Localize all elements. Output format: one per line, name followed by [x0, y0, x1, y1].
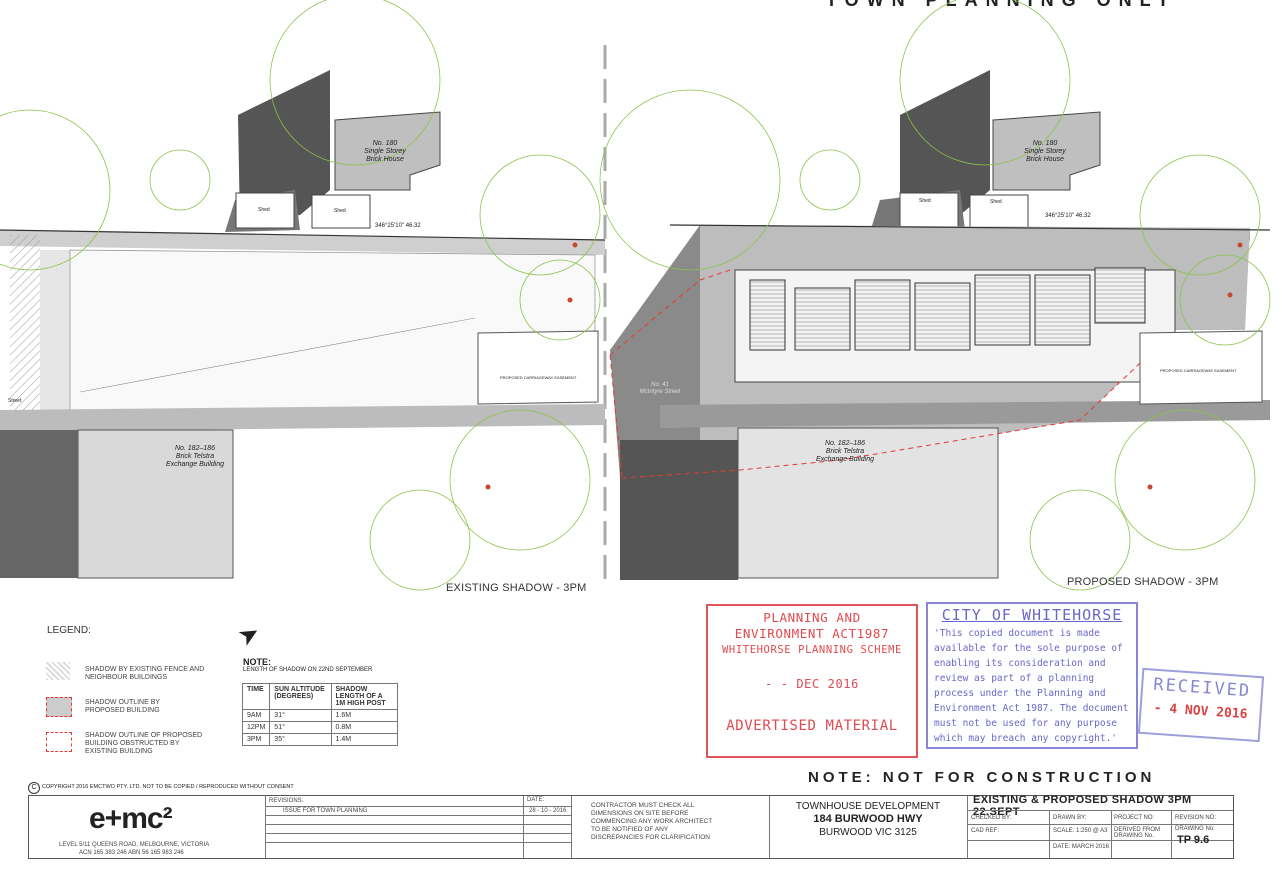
stamp-line: ENVIRONMENT ACT1987: [734, 626, 890, 641]
proposed-easement-label: PROPOSED CARRIAGEWAY EASEMENT: [1160, 368, 1237, 373]
proposed-shed-2-label: Shed: [990, 199, 1002, 205]
proposed-shadow-caption: PROPOSED SHADOW - 3PM: [1067, 576, 1219, 588]
table-row: 12PM 51° 0.8M: [241, 721, 398, 734]
drawing-title: EXISTING & PROPOSED SHADOW 3PM 22.SEPT: [973, 794, 1192, 818]
drawn-by-label: DRAWN BY:: [1053, 815, 1087, 821]
legend-swatch-proposed: [46, 697, 72, 717]
existing-plan: [0, 0, 606, 591]
existing-bearing-label: 346°25'10" 46.32: [375, 223, 421, 229]
legend-swatch-obstructed: [46, 732, 72, 752]
company-logo: e+mc²: [89, 802, 173, 835]
table-cell: 31°: [269, 709, 332, 722]
legend-text-proposed: SHADOW OUTLINE BY PROPOSED BUILDING: [85, 699, 160, 714]
contractor-note: CONTRACTOR MUST CHECK ALL DIMENSIONS ON …: [591, 802, 713, 841]
existing-house-label: No. 180 Single Storey Brick House: [364, 140, 406, 163]
existing-telstra-label: No. 182–186 Brick Telstra Exchange Build…: [166, 445, 224, 468]
table-cell: 51°: [269, 721, 332, 734]
proposed-plan: [599, 0, 1271, 591]
table-cell: 3PM: [241, 733, 271, 746]
existing-shed-2-label: Shed: [334, 208, 346, 214]
project-address: 184 BURWOOD HWY: [813, 813, 923, 825]
date-value: DATE: MARCH 2016: [1053, 844, 1109, 850]
copyright-text: COPYRIGHT 2016 EMCTWO PTY. LTD. NOT TO B…: [42, 784, 294, 790]
stamp-title: CITY OF WHITEHORSE: [941, 606, 1123, 624]
project-block: TOWNHOUSE DEVELOPMENT 184 BURWOOD HWY BU…: [769, 800, 967, 839]
title-block: e+mc² LEVEL 5/11 QUEENS ROAD, MELBOURNE,…: [28, 794, 1234, 859]
legend-title: LEGEND:: [47, 625, 91, 636]
north-arrow-icon: ➤: [234, 619, 264, 651]
date-label: DATE:: [527, 797, 545, 803]
table-cell: 1.4M: [330, 733, 398, 746]
note-title: NOTE:: [243, 657, 271, 667]
note-subtitle: LENGTH OF SHADOW ON 22ND SEPTEMBER: [243, 667, 373, 673]
table-header: SUN ALTITUDE (DEGREES): [269, 683, 332, 710]
table-cell: 35°: [269, 733, 332, 746]
table-cell: 1.6M: [330, 709, 398, 722]
table-row: 3PM 35° 1.4M: [241, 733, 398, 746]
derived-label: DERIVED FROM DRAWING No.: [1114, 827, 1161, 839]
project-suburb: BURWOOD VIC 3125: [819, 827, 917, 838]
table-row: 9AM 31° 1.6M: [241, 709, 398, 722]
stamp-date: - 4 NOV 2016: [1153, 700, 1248, 723]
existing-shed-1-label: Shed: [258, 207, 270, 213]
legend-text-existing: SHADOW BY EXISTING FENCE AND NEIGHBOUR B…: [85, 666, 205, 681]
existing-easement-label: PROPOSED CARRIAGEWAY EASEMENT: [500, 375, 577, 380]
table-header: SHADOW LENGTH OF A 1M HIGH POST: [330, 683, 398, 710]
stamp-footer: ADVERTISED MATERIAL: [726, 718, 898, 734]
stamp-line: PLANNING AND: [763, 610, 861, 625]
shadow-length-table: TIME SUN ALTITUDE (DEGREES) SHADOW LENGT…: [241, 683, 398, 746]
legend-text-obstructed: SHADOW OUTLINE OF PROPOSED BUILDING OBST…: [85, 732, 203, 755]
company-address: LEVEL 5/11 QUEENS ROAD, MELBOURNE, VICTO…: [59, 842, 210, 848]
company-abn: ACN 165 383 246 ABN 56 165 983 246: [79, 850, 184, 856]
revision-1-text: ISSUE FOR TOWN PLANNING: [283, 808, 368, 814]
table-header: TIME: [241, 683, 271, 710]
project-title: TOWNHOUSE DEVELOPMENT: [795, 801, 941, 812]
copyright-icon: C: [28, 782, 40, 794]
not-for-construction-note: NOTE: NOT FOR CONSTRUCTION: [808, 769, 1156, 786]
page-header-title: TOWN PLANNING ONLY: [826, 0, 1178, 10]
drawing-no-label: DRAWING No:: [1175, 826, 1215, 832]
legend-swatch-existing: [46, 662, 70, 680]
proposed-house-label: No. 180 Single Storey Brick House: [1024, 140, 1066, 163]
received-stamp: RECEIVED - 4 NOV 2016: [1137, 667, 1265, 743]
checked-by-label: CHECKED BY:: [971, 815, 1012, 821]
proposed-bearing-label: 346°25'10" 46.32: [1045, 213, 1091, 219]
proposed-shed-1-label: Shed: [919, 198, 931, 204]
existing-shadow-caption: EXISTING SHADOW - 3PM: [446, 582, 587, 594]
cad-ref-label: CAD REF:: [971, 828, 1000, 834]
table-cell: 0.8M: [330, 721, 398, 734]
table-cell: 9AM: [241, 709, 271, 722]
site-plans-drawing: [0, 0, 1271, 591]
project-no-label: PROJECT NO:: [1114, 815, 1155, 821]
drawing-number: TP 9.6: [1177, 834, 1210, 846]
stamp-date: - - DEC 2016: [765, 677, 859, 691]
existing-street-label: Street: [8, 398, 22, 404]
proposed-telstra-label: No. 182–186 Brick Telstra Exchange Build…: [816, 440, 874, 463]
revision-no-label: REVISION NO:: [1175, 815, 1217, 821]
mcintyre-label: No. 41 McIntyre Street: [639, 382, 681, 395]
revisions-label: REVISIONS:: [269, 798, 304, 804]
stamp-body: 'This copied document is made available …: [934, 628, 1129, 744]
stamp-line: WHITEHORSE PLANNING SCHEME: [722, 644, 902, 656]
whitehorse-stamp: CITY OF WHITEHORSE 'This copied document…: [926, 602, 1138, 749]
revision-1-date: 28 - 10 - 2016: [529, 808, 567, 814]
planning-stamp: PLANNING AND ENVIRONMENT ACT1987 WHITEHO…: [706, 604, 918, 758]
table-cell: 12PM: [241, 721, 271, 734]
scale-label: SCALE: 1:250 @ A3: [1053, 828, 1108, 834]
stamp-title: RECEIVED: [1152, 674, 1252, 702]
